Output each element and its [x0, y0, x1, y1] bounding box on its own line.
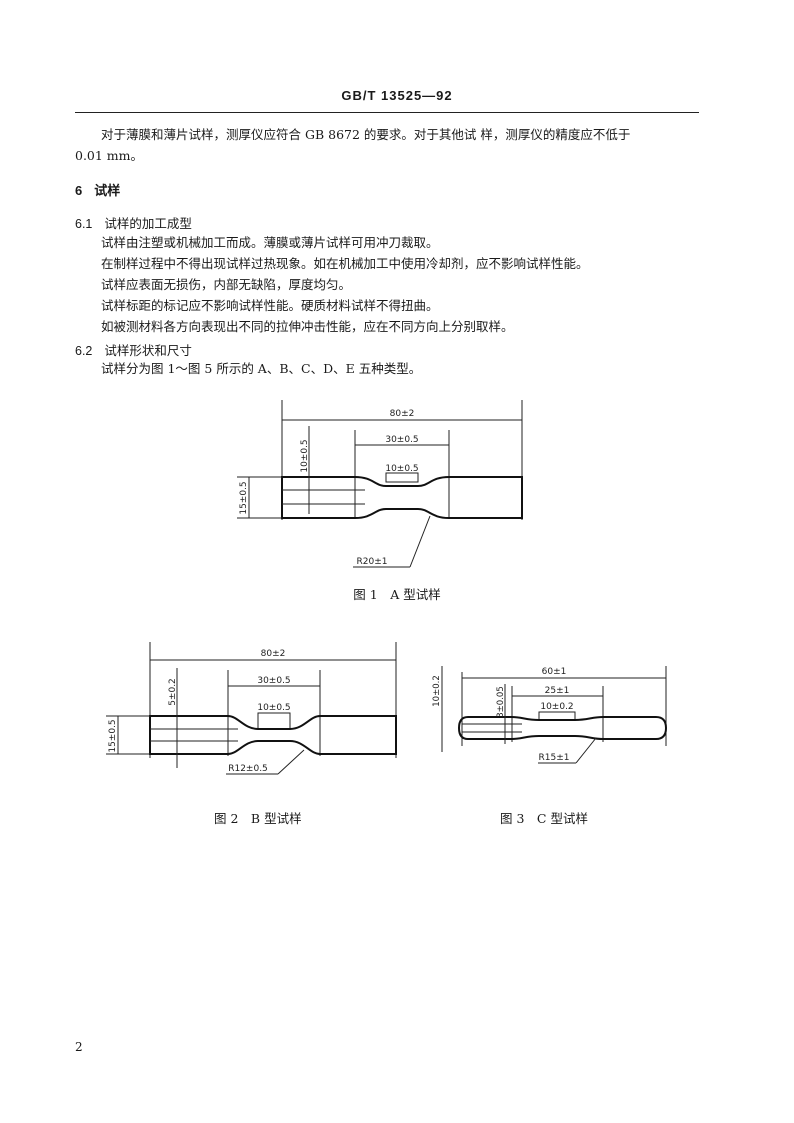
fig2-specimen-outline	[149, 715, 397, 755]
intro-line-1: 对于薄膜和薄片试样，测厚仪应符合 GB 8672 的要求。对于其他试 样，测厚仪…	[101, 127, 631, 142]
figure-2-caption: 图 2 B 型试样	[214, 811, 302, 826]
fig1-narrow-length-label: 30±0.5	[385, 435, 418, 445]
figure-1-drawing: 80±2 30±0.5 10±0.5 10±0.5 15±0.5 R20±1	[237, 400, 523, 568]
header-rule	[75, 112, 699, 113]
intro-line-2: 0.01 mm。	[75, 148, 144, 163]
figure-3-caption: 图 3 C 型试样	[500, 811, 588, 826]
section-6-1-line-4: 试样标距的标记应不影响试样性能。硬质材料试样不得扭曲。	[101, 298, 439, 313]
fig1-total-length-label: 80±2	[390, 409, 415, 419]
fig1-gauge-box	[385, 472, 419, 483]
section-6-2-number: 6.2	[75, 344, 93, 358]
section-6-2-title: 试样形状和尺寸	[104, 344, 192, 358]
page-number: 2	[75, 1040, 83, 1054]
section-6-title: 试样	[94, 183, 121, 198]
fig3-width-label: 10±0.2	[432, 675, 442, 706]
fig2-gauge-label: 10±0.5	[257, 703, 290, 713]
fig3-narrow-length-label: 25±1	[545, 686, 570, 696]
fig3-gauge-label: 10±0.2	[540, 702, 573, 712]
document-header: GB/T 13525—92	[341, 88, 453, 103]
figure-3-drawing: 60±1 25±1 10±0.2 3±0.05 10±0.2 R15±1	[432, 666, 668, 764]
section-6-1-line-3: 试样应表面无损伤，内部无缺陷，厚度均匀。	[101, 277, 352, 292]
section-6-2-heading: 6.2 试样形状和尺寸	[75, 340, 192, 359]
section-6-1-line-5: 如被测材料各方向表现出不同的拉伸冲击性能，应在不同方向上分别取样。	[101, 319, 514, 334]
fig1-width-label: 15±0.5	[239, 481, 249, 514]
section-6-2-line: 试样分为图 1～图 5 所示的 A、B、C、D、E 五种类型。	[101, 361, 422, 376]
section-6-1-title: 试样的加工成型	[104, 217, 192, 231]
fig2-width-label: 15±0.5	[108, 719, 118, 752]
fig2-radius-label: R12±0.5	[228, 764, 268, 774]
fig3-specimen-outline	[457, 716, 668, 740]
fig3-radius-label: R15±1	[539, 753, 570, 763]
section-6-1-number: 6.1	[75, 217, 93, 231]
section-6-number: 6	[75, 183, 83, 198]
section-6-heading: 6 试样	[75, 180, 120, 199]
fig1-radius-label: R20±1	[357, 557, 388, 567]
fig1-gauge-label: 10±0.5	[385, 464, 418, 474]
section-6-1-line-1: 试样由注塑或机械加工而成。薄膜或薄片试样可用冲刀裁取。	[101, 235, 439, 250]
figure-2-drawing: 80±2 30±0.5 10±0.5 5±0.2 15±0.5 R12±0.5	[106, 642, 397, 775]
fig2-total-length-label: 80±2	[261, 649, 286, 659]
fig2-gauge-box	[257, 712, 291, 730]
fig1-height-label: 10±0.5	[300, 439, 310, 472]
fig1-specimen-outline	[281, 476, 523, 519]
fig3-height-label: 3±0.05	[496, 686, 506, 717]
section-6-1-line-2: 在制样过程中不得出现试样过热现象。如在机械加工中使用冷却剂，应不影响试样性能。	[101, 256, 589, 271]
fig2-height-label: 5±0.2	[168, 678, 178, 706]
section-6-1-heading: 6.1 试样的加工成型	[75, 213, 192, 232]
fig3-gauge-box	[538, 711, 576, 721]
fig3-total-length-label: 60±1	[542, 667, 567, 677]
fig2-narrow-length-label: 30±0.5	[257, 676, 290, 686]
figure-1-caption: 图 1 A 型试样	[353, 587, 441, 602]
